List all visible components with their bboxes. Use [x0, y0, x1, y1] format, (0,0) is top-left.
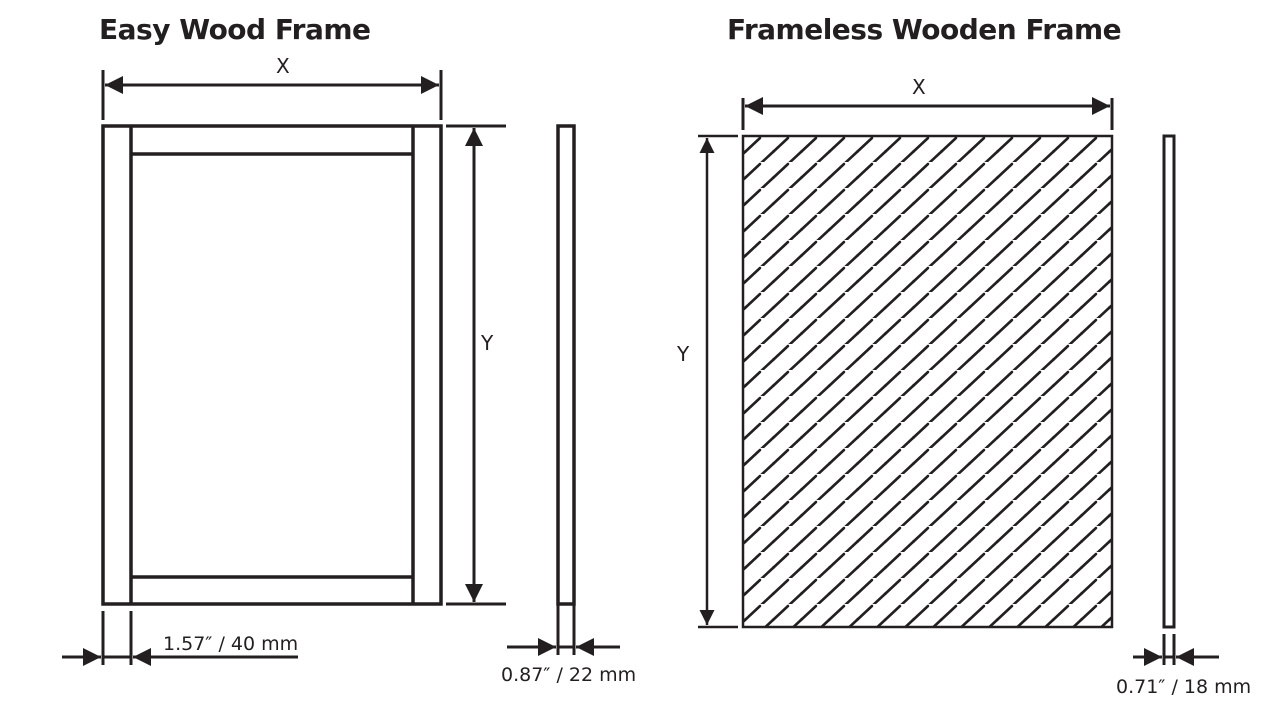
easy-frame-x-label: X [276, 54, 290, 78]
frameless-thickness-label: 0.71″ / 18 mm [1116, 676, 1252, 698]
easy-wood-frame-title: Easy Wood Frame [99, 13, 371, 46]
frameless-front-view [741, 134, 1114, 629]
easy-frame-thickness-label: 0.87″ / 22 mm [501, 664, 637, 686]
frameless-side-profile [1162, 134, 1176, 629]
easy-frame-border-dimension [62, 611, 298, 666]
easy-wood-frame-diagram [62, 70, 620, 666]
easy-frame-front-view [101, 124, 443, 606]
frameless-y-label: Y [677, 342, 690, 366]
frameless-height-dimension [698, 134, 738, 629]
easy-frame-thickness-dimension [507, 604, 620, 656]
frameless-width-dimension [741, 97, 1114, 130]
easy-frame-width-dimension [101, 70, 443, 120]
easy-frame-y-label: Y [481, 331, 494, 355]
easy-frame-border-label: 1.57″ / 40 mm [163, 633, 299, 655]
easy-frame-height-dimension [446, 124, 506, 606]
frameless-wooden-frame-diagram [698, 97, 1219, 666]
frameless-thickness-dimension [1133, 634, 1219, 666]
frameless-x-label: X [912, 75, 926, 99]
frameless-frame-title: Frameless Wooden Frame [727, 13, 1122, 46]
easy-frame-side-profile [556, 124, 576, 606]
